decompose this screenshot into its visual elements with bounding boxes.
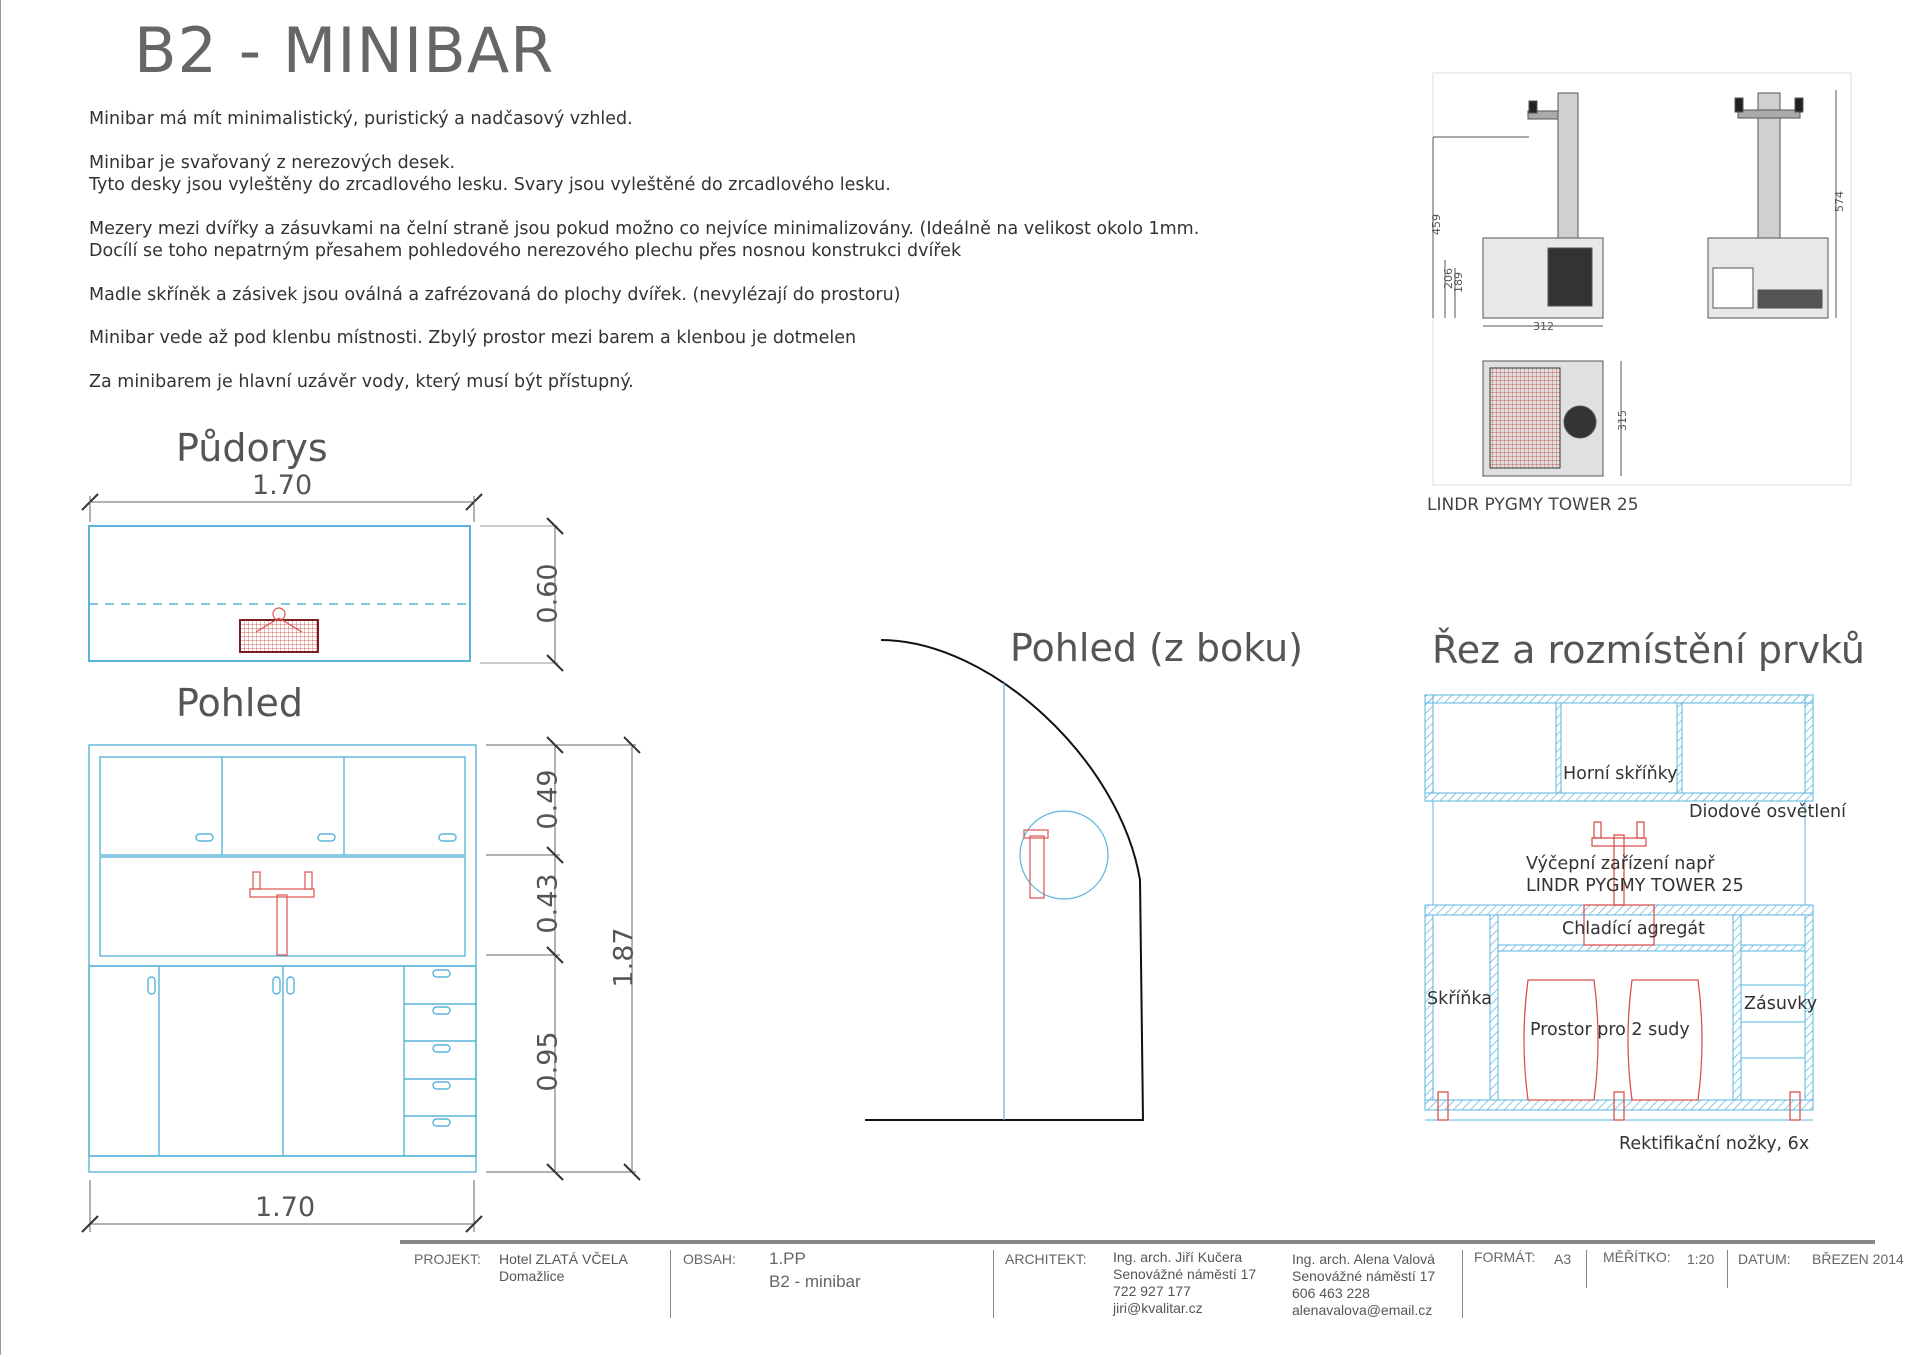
section-red-elements xyxy=(1437,821,1801,1121)
side-view-drawing xyxy=(865,639,1145,1121)
product-dim-312: 312 xyxy=(1533,320,1554,333)
tb-divider-5 xyxy=(1727,1250,1728,1288)
tb-divider-2 xyxy=(993,1250,994,1318)
label-led: Diodové osvětlení xyxy=(1689,802,1846,822)
tb-content-value: B2 - minibar xyxy=(769,1272,861,1291)
product-dim-315: 315 xyxy=(1616,410,1629,431)
tb-divider-3 xyxy=(1462,1250,1463,1318)
note-6: Za minibarem je hlavní uzávěr vody, kter… xyxy=(89,371,634,392)
tb-format-label: FORMÁT: xyxy=(1474,1249,1536,1265)
product-dim-459: 459 xyxy=(1430,214,1443,235)
label-cabinet: Skříňka xyxy=(1427,989,1492,1009)
tb-architect-label: ARCHITEKT: xyxy=(1005,1251,1087,1267)
label-upper-cabinets: Horní skříňky xyxy=(1563,764,1678,784)
note-1: Minibar má mít minimalistický, puristick… xyxy=(89,109,633,129)
product-drawing xyxy=(1432,72,1852,486)
plan-heading: Půdorys xyxy=(176,426,328,470)
label-drawers: Zásuvky xyxy=(1744,994,1818,1014)
tb-date-label: DATUM: xyxy=(1738,1251,1791,1267)
elevation-dim-width: 1.70 xyxy=(255,1192,316,1223)
note-3: Mezery mezi dvířky a zásuvkami na čelní … xyxy=(89,218,1200,262)
label-tap-2: LINDR PYGMY TOWER 25 xyxy=(1526,876,1744,896)
plan-drawing xyxy=(81,493,564,672)
tb-architect-2: Ing. arch. Alena Valová Senovážné náměst… xyxy=(1292,1251,1436,1318)
tb-architect-1: Ing. arch. Jiří Kučera Senovážné náměstí… xyxy=(1113,1249,1257,1316)
product-dim-189: 189 xyxy=(1452,272,1465,293)
tb-divider-4 xyxy=(1586,1250,1587,1288)
note-5: Minibar vede až pod klenbu místnosti. Zb… xyxy=(89,328,857,348)
label-cooler: Chladící agregát xyxy=(1562,919,1706,939)
tb-date-value: BŘEZEN 2014 xyxy=(1812,1251,1904,1267)
notes-block: Minibar má mít minimalistický, puristick… xyxy=(89,108,1369,414)
tb-format-value: A3 xyxy=(1554,1251,1572,1267)
elevation-heading: Pohled xyxy=(176,681,303,725)
side-view-heading: Pohled (z boku) xyxy=(1010,626,1303,670)
product-dim-574: 574 xyxy=(1833,191,1846,212)
tb-project-value: Hotel ZLATÁ VČELA Domažlice xyxy=(499,1251,628,1284)
note-2: Minibar je svařovaný z nerezových desek.… xyxy=(89,152,891,196)
elevation-dim-total: 1.87 xyxy=(608,927,640,988)
elevation-tap xyxy=(249,871,315,956)
label-feet: Rektifikační nožky, 6x xyxy=(1619,1134,1810,1154)
elevation-drawing xyxy=(88,744,477,1173)
label-kegs: Prostor pro 2 sudy xyxy=(1530,1020,1690,1040)
page-title: B2 - MINIBAR xyxy=(134,14,555,87)
tb-project-label: PROJEKT: xyxy=(414,1251,481,1267)
plan-depth-dim: 0.60 xyxy=(532,563,564,624)
elevation-dim-middle: 0.43 xyxy=(532,873,564,934)
note-4: Madle skříněk a zásivek jsou oválná a za… xyxy=(89,284,901,305)
plan-width-dim: 1.70 xyxy=(252,470,313,501)
tb-scale-value: 1:20 xyxy=(1687,1251,1715,1267)
tb-content-code: 1.PP xyxy=(769,1249,806,1268)
title-block-rule xyxy=(400,1240,1875,1244)
elevation-dim-upper: 0.49 xyxy=(532,769,564,830)
elevation-dim-lower: 0.95 xyxy=(532,1031,564,1092)
tb-content-label: OBSAH: xyxy=(683,1251,736,1267)
section-heading: Řez a rozmístění prvků xyxy=(1432,628,1865,672)
tb-scale-label: MĚŘÍTKO: xyxy=(1603,1249,1671,1265)
elevation-dimensions xyxy=(81,736,641,1233)
tb-divider-1 xyxy=(670,1250,671,1318)
product-caption: LINDR PYGMY TOWER 25 xyxy=(1427,495,1639,515)
section-drawing xyxy=(1424,694,1814,1121)
label-tap-1: Výčepní zařízení např xyxy=(1526,854,1715,874)
